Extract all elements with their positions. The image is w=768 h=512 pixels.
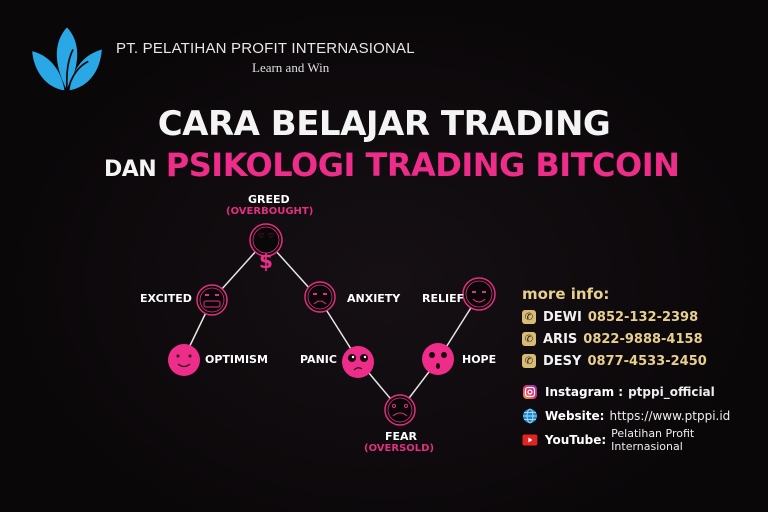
contact-row[interactable]: ✆ DESY 0877-4533-2450 xyxy=(522,350,707,372)
optimism-label: OPTIMISM xyxy=(205,353,268,366)
greed-label: GREED xyxy=(248,193,290,206)
contact-phone[interactable]: 0877-4533-2450 xyxy=(587,353,707,369)
instagram-icon xyxy=(523,385,537,399)
contact-phone[interactable]: 0852-132-2398 xyxy=(587,309,699,325)
contact-info: more info: ✆ DEWI 0852-132-2398 ✆ ARIS 0… xyxy=(522,285,707,372)
excited-label: EXCITED xyxy=(140,292,192,305)
svg-text:♡: ♡ xyxy=(268,232,274,240)
title-line-1: CARA BELAJAR TRADING xyxy=(157,104,611,144)
relief-label: RELIEF xyxy=(422,292,465,305)
phone-icon: ✆ xyxy=(522,354,536,368)
greed-sublabel: (OVERBOUGHT) xyxy=(226,206,314,217)
title-prefix: DAN xyxy=(104,157,157,182)
contact-row[interactable]: ✆ ARIS 0822-9888-4158 xyxy=(522,328,707,350)
contact-name: DEWI xyxy=(543,309,582,325)
fear-face-icon xyxy=(384,394,416,426)
contact-name: ARIS xyxy=(543,331,578,347)
website-link[interactable]: Website: https://www.ptppi.id xyxy=(522,404,768,428)
tagline: Learn and Win xyxy=(252,60,330,75)
company-name: PT. PELATIHAN PROFIT INTERNASIONAL xyxy=(116,40,415,57)
anxiety-label: ANXIETY xyxy=(347,292,401,305)
panic-face-icon xyxy=(342,346,374,378)
title-line-2: DAN PSIKOLOGI TRADING BITCOIN xyxy=(104,146,680,184)
website-label: Website: xyxy=(545,409,605,423)
website-url[interactable]: https://www.ptppi.id xyxy=(609,409,731,423)
globe-icon xyxy=(523,408,537,424)
hope-face-icon xyxy=(422,343,454,375)
contact-phone[interactable]: 0822-9888-4158 xyxy=(583,331,703,347)
lotus-icon xyxy=(32,27,102,91)
title-highlight: PSIKOLOGI TRADING BITCOIN xyxy=(165,146,680,184)
panic-label: PANIC xyxy=(300,353,337,366)
more-info-heading: more info: xyxy=(522,285,610,303)
svg-text:$: $ xyxy=(259,249,273,273)
phone-icon: ✆ xyxy=(522,310,536,324)
phone-icon: ✆ xyxy=(522,332,536,346)
contact-name: DESY xyxy=(543,353,582,369)
youtube-icon xyxy=(522,434,538,446)
instagram-handle[interactable]: ptppi_official xyxy=(628,385,715,399)
fear-label: FEAR xyxy=(385,430,418,443)
excited-face-icon xyxy=(196,284,228,316)
hope-label: HOPE xyxy=(462,353,497,366)
optimism-face-icon xyxy=(168,344,200,376)
anxiety-face-icon xyxy=(304,281,336,313)
svg-text:♡: ♡ xyxy=(258,232,264,240)
youtube-channel[interactable]: Pelatihan Profit Internasional xyxy=(611,427,695,453)
greed-face-icon: ♡ ♡ $ xyxy=(249,223,283,273)
relief-face-icon xyxy=(462,277,496,311)
social-links: Instagram : ptppi_official Website: http… xyxy=(522,380,768,453)
youtube-label: YouTube: xyxy=(544,433,607,447)
instagram-label: Instagram : xyxy=(545,385,624,399)
fear-sublabel: (OVERSOLD) xyxy=(364,443,435,454)
youtube-link[interactable]: YouTube: Pelatihan Profit Internasional xyxy=(522,427,768,453)
contact-row[interactable]: ✆ DEWI 0852-132-2398 xyxy=(522,306,707,328)
instagram-link[interactable]: Instagram : ptppi_official xyxy=(522,380,768,404)
